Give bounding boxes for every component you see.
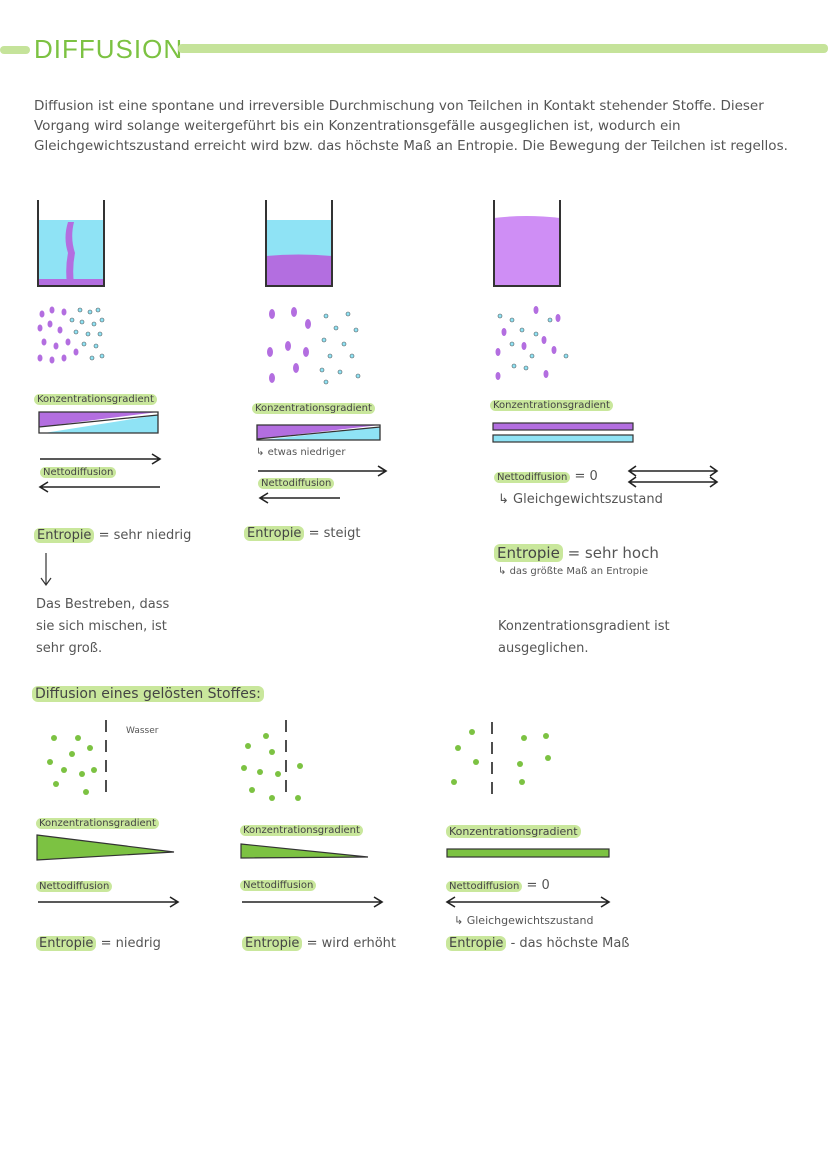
entropy-row-s2-3: Entropie - das höchste Maß bbox=[446, 936, 629, 951]
note-block-1: Das Bestreben, dass sie sich mischen, is… bbox=[36, 594, 216, 660]
note-block-3: Konzentrationsgradient ist ausgeglichen. bbox=[498, 616, 738, 660]
gradient-label-2: Konzentrationsgradient bbox=[252, 403, 375, 414]
gradient-bar-2 bbox=[256, 424, 381, 441]
gradient-note-2: ↳ etwas niedriger bbox=[256, 447, 346, 458]
equilibrium-row-s2-3: ↳ Gleichgewichtszustand bbox=[454, 914, 594, 927]
entropy-value: = steigt bbox=[308, 526, 361, 541]
double-arrows-icon bbox=[627, 465, 719, 488]
solute-diagram-2 bbox=[241, 720, 303, 801]
entropy-note-3: ↳ das größte Maß an Entropie bbox=[498, 566, 649, 577]
arrow-right-2 bbox=[258, 465, 388, 477]
double-arrow-s2-3 bbox=[445, 896, 611, 908]
down-arrow-icon bbox=[40, 553, 52, 587]
net-diffusion-value: = 0 bbox=[526, 878, 550, 893]
arrow-left-2 bbox=[258, 492, 340, 504]
gradient-note-text: etwas niedriger bbox=[267, 447, 346, 458]
equilibrium-text: Gleichgewichtszustand bbox=[513, 492, 663, 507]
entropy-label: Entropie bbox=[244, 526, 305, 541]
entropy-label: Entropie bbox=[494, 544, 563, 562]
arrow-left-1 bbox=[38, 481, 160, 493]
beaker-diagram-1 bbox=[37, 200, 105, 287]
entropy-label: Entropie bbox=[34, 528, 95, 543]
net-diffusion-row-s2-3: Nettodiffusion = 0 bbox=[446, 878, 550, 893]
section2-heading: Diffusion eines gelösten Stoffes: bbox=[32, 686, 264, 702]
note-line: sehr groß. bbox=[36, 641, 103, 656]
net-diffusion-label-s2-3: Nettodiffusion bbox=[446, 881, 523, 892]
gradient-label-s2-1: Konzentrationsgradient bbox=[36, 818, 159, 829]
net-diffusion-label-2: Nettodiffusion bbox=[258, 478, 335, 489]
gradient-wedge-1 bbox=[36, 834, 175, 861]
arrow-right-1 bbox=[40, 453, 162, 465]
particles-mixed-dense bbox=[37, 306, 105, 364]
gradient-bar-s2-3 bbox=[446, 848, 610, 858]
gradient-label-s2-2: Konzentrationsgradient bbox=[240, 825, 363, 836]
entropy-row-2: Entropie = steigt bbox=[244, 526, 360, 541]
title-underline-right bbox=[178, 44, 828, 53]
gradient-wedge-2 bbox=[240, 843, 369, 859]
entropy-row-1: Entropie = sehr niedrig bbox=[34, 528, 191, 543]
entropy-row-3: Entropie = sehr hoch bbox=[494, 544, 659, 562]
intro-paragraph: Diffusion ist eine spontane und irrevers… bbox=[34, 98, 788, 154]
net-diffusion-label-1: Nettodiffusion bbox=[40, 467, 117, 478]
arrow-right-s2-2 bbox=[242, 896, 384, 908]
beaker-diagram-3 bbox=[493, 200, 561, 287]
entropy-value: = wird erhöht bbox=[306, 936, 396, 951]
page-title: DIFFUSION bbox=[34, 34, 184, 64]
solute-diagram-3 bbox=[451, 722, 551, 794]
gradient-label-s2-3: Konzentrationsgradient bbox=[446, 825, 581, 838]
note-line: Das Bestreben, dass bbox=[36, 597, 170, 612]
entropy-note-text: das größte Maß an Entropie bbox=[509, 566, 649, 577]
entropy-label: Entropie bbox=[36, 936, 97, 951]
gradient-bar-3 bbox=[492, 422, 634, 443]
net-diffusion-label-s2-1: Nettodiffusion bbox=[36, 881, 113, 892]
title-underline-left bbox=[0, 46, 30, 54]
entropy-row-s2-2: Entropie = wird erhöht bbox=[242, 936, 396, 951]
gradient-bar-1 bbox=[38, 411, 159, 434]
entropy-row-s2-1: Entropie = niedrig bbox=[36, 936, 161, 951]
water-label: Wasser bbox=[126, 726, 159, 736]
equilibrium-text: Gleichgewichtszustand bbox=[466, 914, 594, 927]
gradient-label-1: Konzentrationsgradient bbox=[34, 394, 157, 405]
arrow-right-s2-1 bbox=[38, 896, 180, 908]
solute-diagram-1 bbox=[47, 720, 107, 795]
particles-evenly-mixed bbox=[495, 306, 569, 380]
note-line: Konzentrationsgradient ist bbox=[498, 619, 670, 634]
net-diffusion-label-3: Nettodiffusion bbox=[494, 472, 571, 483]
beaker-diagram-2 bbox=[265, 200, 333, 287]
note-line: ausgeglichen. bbox=[498, 641, 589, 656]
net-diffusion-value: = 0 bbox=[574, 469, 598, 484]
section2-heading-text: Diffusion eines gelösten Stoffes: bbox=[32, 686, 264, 702]
net-diffusion-label-s2-2: Nettodiffusion bbox=[240, 880, 317, 891]
entropy-value: = sehr niedrig bbox=[98, 528, 192, 543]
note-line: sie sich mischen, ist bbox=[36, 619, 167, 634]
entropy-value: = sehr hoch bbox=[567, 544, 659, 562]
entropy-value: - das höchste Maß bbox=[510, 936, 630, 951]
gradient-label-3: Konzentrationsgradient bbox=[490, 400, 613, 411]
entropy-value: = niedrig bbox=[100, 936, 161, 951]
entropy-label: Entropie bbox=[446, 936, 507, 951]
net-diffusion-row-3: Nettodiffusion = 0 bbox=[494, 469, 598, 484]
equilibrium-row-3: ↳ Gleichgewichtszustand bbox=[498, 492, 663, 507]
entropy-label: Entropie bbox=[242, 936, 303, 951]
particles-separating bbox=[267, 307, 361, 385]
